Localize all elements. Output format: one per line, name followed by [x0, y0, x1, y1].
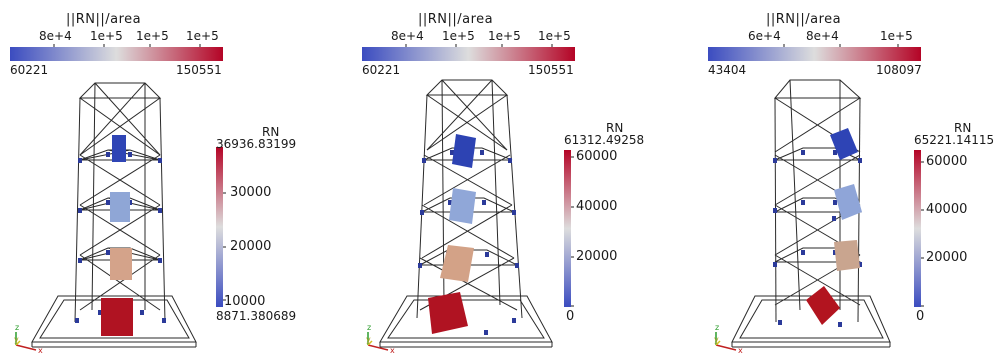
top-colorbar-ticks	[783, 44, 899, 47]
top-colorbar-min: 60221	[10, 63, 49, 77]
axes-triad	[367, 332, 389, 351]
top-colorbar-title: ||RN||/area	[766, 12, 842, 27]
top-colorbar-tick: 1e+5	[442, 29, 475, 43]
top-colorbar	[362, 47, 575, 61]
top-colorbar-tick: 8e+4	[39, 29, 72, 43]
rn-colorbar-title: RN	[262, 125, 280, 139]
block-level-1	[806, 286, 840, 325]
panel-1: ||RN||/area 8e+4 1e+5 1e+5 1e+5 60221 15…	[0, 0, 335, 360]
axis-z-label: z	[367, 323, 372, 332]
frame-nodes	[773, 150, 862, 327]
panel-3: ||RN||/area 6e+4 8e+4 1e+5 43404 108097 …	[700, 0, 1006, 360]
panel-2: ||RN||/area 8e+4 1e+5 1e+5 1e+5 60221 15…	[352, 0, 687, 360]
node-blocks	[101, 135, 133, 336]
frame-nodes	[75, 152, 166, 323]
top-colorbar-title: ||RN||/area	[66, 12, 142, 27]
block-level-2	[440, 245, 474, 282]
top-colorbar-min: 43404	[708, 63, 747, 77]
block-level-4	[112, 135, 126, 162]
top-colorbar	[10, 47, 223, 61]
top-colorbar-tick: 1e+5	[136, 29, 169, 43]
rn-colorbar-tick: 40000	[926, 202, 968, 217]
base-plate	[379, 295, 553, 348]
top-colorbar-tick: 1e+5	[90, 29, 123, 43]
top-colorbar-ticks	[53, 44, 201, 47]
block-level-2	[110, 248, 132, 280]
top-colorbar-tick: 8e+4	[806, 29, 839, 43]
rn-colorbar-tick: 20000	[230, 239, 272, 254]
rn-colorbar	[216, 147, 223, 307]
axis-z-label: z	[15, 323, 20, 332]
top-colorbar-min: 60221	[362, 63, 401, 77]
rn-colorbar-ticks	[571, 156, 574, 307]
rn-colorbar-tick: 60000	[926, 154, 968, 169]
top-colorbar	[708, 47, 921, 61]
rn-colorbar-tick: 60000	[576, 149, 618, 164]
rn-colorbar	[914, 150, 921, 307]
block-level-3	[834, 184, 862, 220]
top-colorbar-tick: 1e+5	[488, 29, 521, 43]
panel-1-graphics	[10, 44, 226, 351]
axes-triad	[715, 332, 737, 351]
block-level-3	[110, 192, 130, 222]
top-colorbar-max: 108097	[876, 63, 922, 77]
node-blocks	[806, 128, 862, 325]
block-level-4	[452, 134, 476, 168]
block-level-1	[428, 292, 468, 334]
rn-colorbar-title: RN	[954, 121, 972, 135]
axis-x-label: x	[738, 346, 743, 355]
top-colorbar-tick: 1e+5	[186, 29, 219, 43]
top-colorbar-max: 150551	[528, 63, 574, 77]
rn-colorbar-tick: 20000	[926, 250, 968, 265]
block-level-4	[830, 128, 858, 160]
axis-y-label: y	[714, 335, 719, 344]
panel-2-graphics	[362, 44, 575, 351]
top-colorbar-title: ||RN||/area	[418, 12, 494, 27]
axis-z-label: z	[715, 323, 720, 332]
block-level-1	[101, 298, 133, 336]
rn-colorbar-tick: 30000	[230, 185, 272, 200]
top-colorbar-tick: 8e+4	[391, 29, 424, 43]
axis-x-label: x	[38, 346, 43, 355]
panel-3-graphics	[708, 44, 924, 351]
rn-colorbar-max: 65221.14115	[914, 133, 995, 147]
node-blocks	[428, 134, 476, 334]
rn-colorbar	[564, 150, 571, 307]
block-level-3	[449, 188, 476, 224]
rn-colorbar-ticks	[921, 161, 924, 307]
block-level-2	[834, 240, 860, 271]
rn-colorbar-max: 36936.83199	[216, 137, 297, 151]
axes-triad	[15, 332, 37, 351]
top-colorbar-ticks	[405, 44, 553, 47]
rn-colorbar-ticks	[223, 192, 226, 301]
top-colorbar-tick: 6e+4	[748, 29, 781, 43]
top-colorbar-max: 150551	[176, 63, 222, 77]
rn-colorbar-max: 61312.49258	[564, 133, 645, 147]
rn-colorbar-tick: 40000	[576, 199, 618, 214]
rn-colorbar-tick: 0	[566, 309, 575, 324]
axis-x-label: x	[390, 346, 395, 355]
rn-colorbar-title: RN	[606, 121, 624, 135]
rn-colorbar-min: 8871.380689	[216, 309, 297, 323]
axis-y-label: y	[14, 335, 19, 344]
top-colorbar-tick: 1e+5	[538, 29, 571, 43]
rn-colorbar-tick: 0	[916, 309, 925, 324]
top-colorbar-tick: 1e+5	[880, 29, 913, 43]
rn-colorbar-tick: 20000	[576, 249, 618, 264]
rn-colorbar-tick: 10000	[224, 294, 266, 309]
axis-y-label: y	[366, 335, 371, 344]
